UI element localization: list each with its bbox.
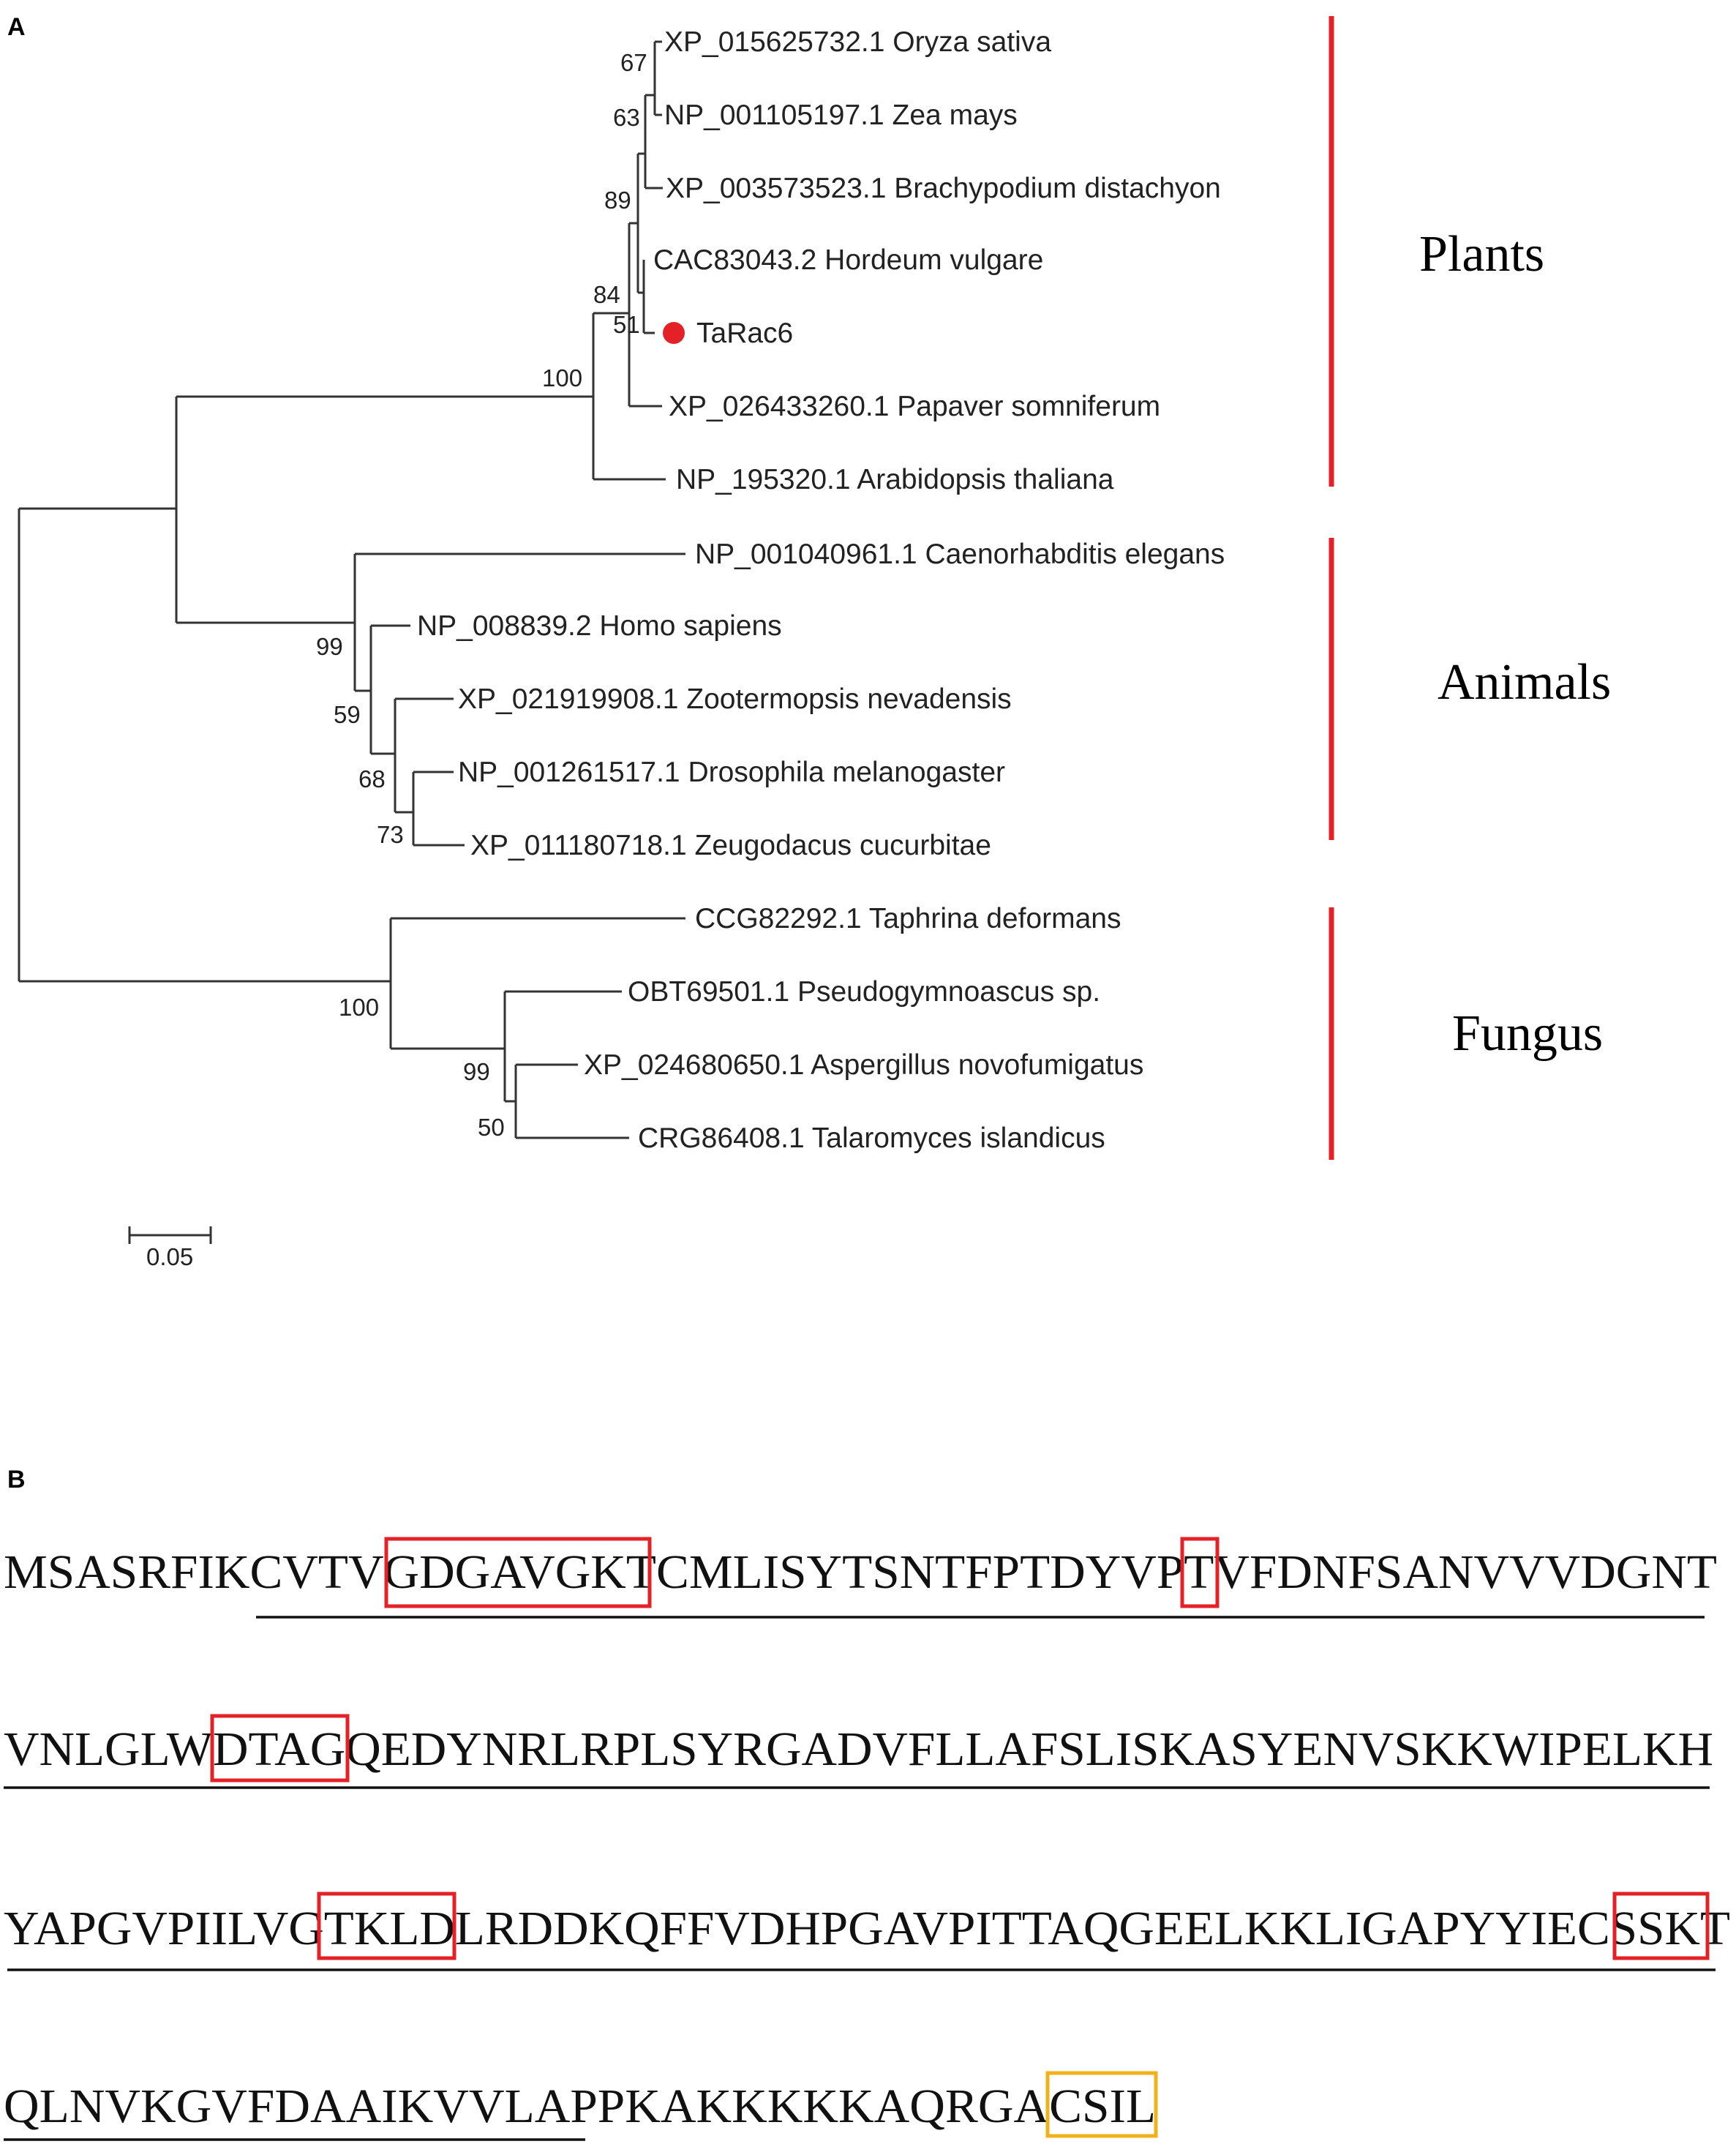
tarac6-marker (663, 322, 685, 344)
taxon-label: CCG82292.1 Taphrina deformans (695, 903, 1121, 934)
sequence-line: YAPGVPIILVGTKLDLRDDKQFFVDHPGAVPITTAQGEEL… (4, 1902, 1730, 1955)
panel-a-label: A (7, 13, 26, 41)
taxon-label: NP_001261517.1 Drosophila melanogaster (458, 757, 1005, 788)
motif-box-dtag (210, 1714, 350, 1783)
motif-box-csil (1045, 2071, 1158, 2138)
bootstrap-value: 100 (339, 994, 379, 1021)
bootstrap-value: 100 (542, 364, 582, 391)
bootstrap-value: 99 (316, 633, 343, 660)
bootstrap-values: 67 63 89 84 51 100 99 59 68 73 100 99 50 (316, 49, 647, 1141)
motif-box-ssk (1612, 1892, 1710, 1960)
phylogenetic-tree (18, 40, 685, 1139)
taxon-label: XP_011180718.1 Zeugodacus cucurbitae (470, 830, 991, 861)
taxon-label: CAC83043.2 Hordeum vulgare (653, 244, 1043, 276)
bootstrap-value: 73 (377, 821, 404, 848)
bootstrap-value: 68 (358, 765, 386, 792)
motif-box-gdgavgkt (384, 1537, 652, 1608)
taxon-labels: XP_015625732.1 Oryza sativa NP_001105197… (417, 26, 1225, 1154)
taxon-label: NP_001105197.1 Zea mays (664, 100, 1018, 131)
taxon-label: NP_001040961.1 Caenorhabditis elegans (695, 539, 1225, 570)
protein-sequence: MSASRFIKCVTVGDGAVGKTCMLISYTSNTFPTDYVPTVF… (4, 1537, 1730, 2141)
group-label-fungus: Fungus (1452, 1005, 1603, 1062)
bootstrap-value: 67 (620, 49, 647, 76)
taxon-label: CRG86408.1 Talaromyces islandicus (638, 1122, 1105, 1154)
panel-b-label: B (7, 1466, 26, 1493)
taxon-label: XP_026433260.1 Papaver somniferum (669, 391, 1160, 422)
group-label-animals: Animals (1438, 654, 1611, 711)
scale-bar: 0.05 (128, 1226, 212, 1270)
taxon-label: NP_195320.1 Arabidopsis thaliana (676, 464, 1114, 495)
taxon-label: XP_003573523.1 Brachypodium distachyon (666, 173, 1221, 204)
sequence-line: VNLGLWDTAGQEDYNRLRPLSYRGADVFLLAFSLISKASY… (4, 1723, 1713, 1776)
taxon-label: NP_008839.2 Homo sapiens (417, 610, 782, 642)
bootstrap-value: 59 (334, 701, 361, 728)
taxon-label: XP_021919908.1 Zootermopsis nevadensis (458, 683, 1012, 715)
bootstrap-value: 51 (613, 311, 640, 338)
sequence-line: MSASRFIKCVTVGDGAVGKTCMLISYTSNTFPTDYVPTVF… (4, 1545, 1717, 1599)
taxon-label: XP_024680650.1 Aspergillus novofumigatus (584, 1049, 1143, 1081)
sequence-line: QLNVKGVFDAAIKVVLAPPKAKKKKKAQRGACSIL (4, 2080, 1156, 2133)
bootstrap-value: 89 (604, 187, 631, 214)
bootstrap-value: 84 (593, 281, 620, 308)
taxon-label: XP_015625732.1 Oryza sativa (664, 26, 1051, 58)
motif-box-tkld (317, 1892, 456, 1960)
taxon-label: OBT69501.1 Pseudogymnoascus sp. (628, 976, 1100, 1008)
scale-bar-label: 0.05 (146, 1243, 193, 1270)
bootstrap-value: 63 (613, 104, 640, 131)
bootstrap-value: 50 (478, 1114, 505, 1141)
taxon-label: TaRac6 (696, 318, 793, 349)
bootstrap-value: 99 (463, 1058, 490, 1085)
group-label-plants: Plants (1419, 226, 1544, 282)
motif-box-t (1180, 1537, 1220, 1608)
